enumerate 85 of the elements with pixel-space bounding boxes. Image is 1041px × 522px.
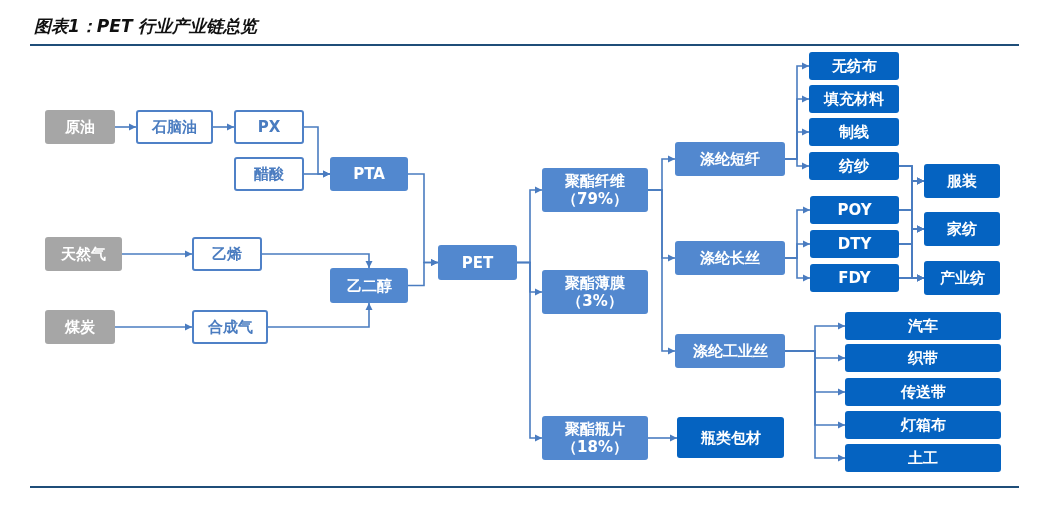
box-label: PET [461, 253, 494, 272]
arrow [261, 253, 373, 269]
box-label: 传送带 [900, 383, 946, 401]
box-label: 纺纱 [839, 157, 869, 175]
box-label: 原油 [65, 118, 95, 136]
box-label: POY [837, 201, 872, 219]
outlined-box [192, 310, 268, 344]
arrow [784, 257, 811, 282]
box-label: 涤纶短纤 [700, 150, 760, 168]
box-label: FDY [838, 269, 871, 287]
box-label: （18%） [562, 438, 628, 456]
box-label: 产业纺 [939, 269, 985, 287]
process-box [675, 334, 785, 368]
arrow [114, 323, 193, 331]
arrow [647, 189, 676, 355]
product-box [809, 118, 899, 146]
box-label: 涤纶工业丝 [692, 342, 768, 360]
process-box [542, 270, 648, 314]
product-box [677, 417, 784, 458]
box-label: 聚酯薄膜 [565, 274, 625, 292]
box-label: 灯箱布 [900, 416, 946, 434]
box-label: 乙二醇 [346, 276, 392, 295]
process-box [675, 142, 785, 176]
box-label: 石脑油 [152, 118, 197, 136]
process-box [330, 157, 408, 191]
box-label: PTA [353, 165, 385, 183]
box-label: DTY [837, 235, 872, 253]
arrow [303, 170, 331, 178]
arrow [516, 261, 543, 442]
product-box [845, 344, 1001, 372]
box-label: 汽车 [908, 317, 938, 335]
product-box [845, 378, 1001, 406]
product-box [809, 152, 899, 180]
product-box [924, 212, 1000, 246]
box-label: 土工 [908, 449, 938, 467]
process-box [675, 241, 785, 275]
box-label: 合成气 [207, 318, 253, 336]
title: 图表1：PET 行业产业链总览 [34, 15, 258, 38]
box-label: 煤炭 [65, 318, 95, 336]
arrow [898, 274, 925, 282]
box-label: 聚酯纤维 [565, 172, 625, 190]
outlined-box [234, 157, 304, 191]
arrow [212, 123, 235, 131]
box-label: 天然气 [61, 245, 106, 263]
product-box [845, 312, 1001, 340]
product-box [845, 444, 1001, 472]
process-box [330, 268, 408, 303]
box-label: 涤纶长丝 [700, 249, 760, 267]
box-label: 醋酸 [254, 165, 284, 183]
product-box [845, 411, 1001, 439]
arrow [784, 350, 846, 462]
source-box [45, 237, 122, 271]
process-box [438, 245, 517, 280]
box-label: 填充材料 [824, 90, 884, 108]
outlined-box [136, 110, 213, 144]
box-label: 聚酯瓶片 [565, 420, 625, 438]
process-box [542, 168, 648, 212]
box-label: PX [257, 118, 281, 136]
product-box [810, 196, 899, 224]
arrow [267, 302, 373, 328]
box-label: 家纺 [947, 220, 977, 238]
box-label: （79%） [562, 190, 628, 208]
product-box [809, 52, 899, 80]
process-box [542, 416, 648, 460]
box-label: （3%） [567, 292, 623, 310]
product-box [924, 261, 1000, 295]
source-box [45, 310, 115, 344]
product-box [809, 85, 899, 113]
outlined-box [234, 110, 304, 144]
arrow [114, 123, 137, 131]
box-label: 制线 [839, 123, 869, 141]
arrow [647, 434, 678, 442]
arrow [121, 250, 193, 258]
product-box [924, 164, 1000, 198]
product-box [810, 230, 899, 258]
outlined-box [192, 237, 262, 271]
box-label: 乙烯 [212, 245, 242, 263]
box-label: 瓶类包材 [700, 428, 761, 447]
arrow [407, 259, 439, 287]
arrow [784, 158, 810, 170]
box-label: 织带 [908, 349, 938, 367]
box-label: 无纺布 [831, 57, 877, 75]
source-box [45, 110, 115, 144]
product-box [810, 264, 899, 292]
box-label: 服装 [947, 172, 977, 190]
